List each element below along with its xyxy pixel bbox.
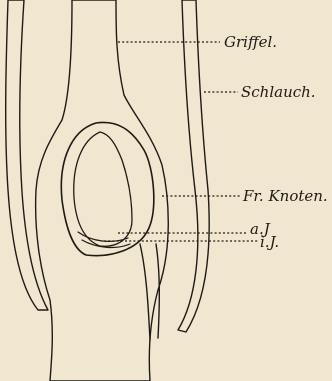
left-tube-wall	[6, 0, 48, 310]
outer-integument	[78, 232, 128, 241]
ovary-cavity	[61, 122, 153, 255]
funicle	[140, 244, 150, 340]
label-griffel: Griffel.	[224, 33, 277, 51]
style-and-ovary	[36, 0, 169, 381]
right-tube-wall	[178, 0, 209, 332]
label-fr-knoten: Fr. Knoten.	[242, 187, 328, 205]
label-i-j: i.J.	[260, 233, 279, 251]
ovule	[74, 132, 132, 246]
label-schlauch: Schlauch.	[241, 83, 316, 101]
